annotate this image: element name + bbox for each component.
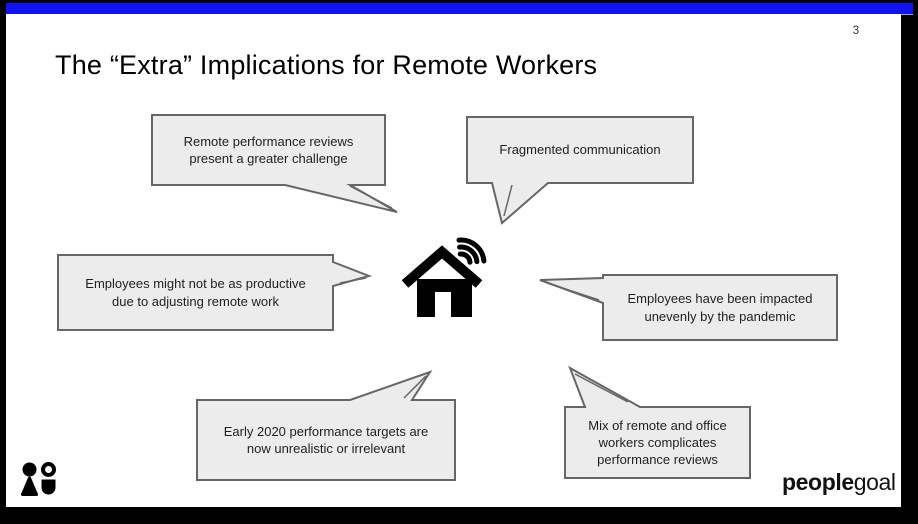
peoplegoal-logo-icon (21, 462, 56, 496)
peoplegoal-wordmark-goal: goal (853, 469, 896, 495)
callout-shapes-layer (57, 114, 838, 481)
speech-bubble-top-right-shape (466, 116, 694, 225)
speech-bubble-middle-left-fold (339, 277, 367, 284)
peoplegoal-wordmark-people: people (782, 469, 854, 495)
slide-canvas: 3 The “Extra” Implications for Remote Wo… (6, 14, 901, 507)
peoplegoal-wordmark: peoplegoal (782, 469, 896, 496)
speech-bubble-middle-right-fold (546, 282, 600, 301)
speech-bubble-middle-right-text: Employees have been impacted unevenly by… (627, 291, 813, 324)
speech-bubble-top-left-text: Remote performance reviews present a gre… (183, 133, 354, 166)
speech-bubble-middle-left-text: Employees might not be as productive due… (85, 276, 306, 309)
home-wifi-icon (401, 235, 489, 317)
page-number: 3 (852, 25, 860, 37)
speech-bubble-bottom-left-fold (403, 375, 427, 399)
speech-bubble-top-right-fold (503, 184, 513, 217)
speech-bubble-top-right-text: Fragmented communication (499, 142, 661, 158)
speech-bubble-bottom-right-text: Mix of remote and office workers complic… (588, 417, 727, 468)
speech-bubble-bottom-right-fold (574, 373, 629, 403)
speech-bubble-bottom-left-shape (196, 370, 456, 481)
speech-bubble-bottom-right-shape (564, 365, 751, 479)
slide-title: The “Extra” Implications for Remote Work… (55, 50, 598, 80)
speech-bubble-bottom-left-text: Early 2020 performance targets are now u… (223, 423, 429, 456)
speech-bubble-top-left-fold (349, 185, 393, 209)
